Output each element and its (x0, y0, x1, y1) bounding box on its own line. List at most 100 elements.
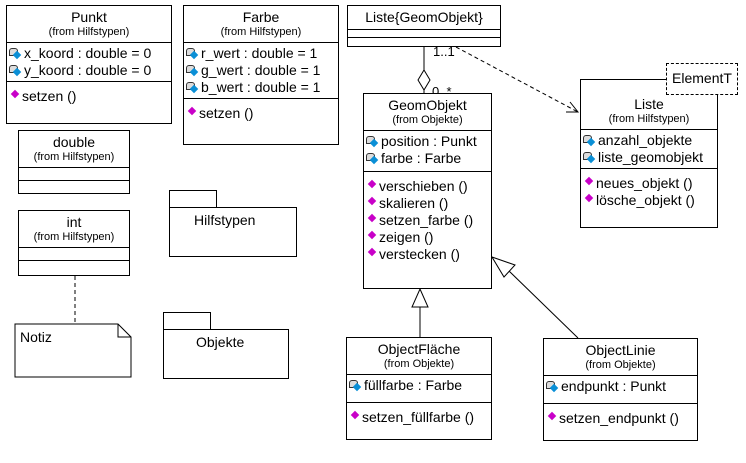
attributes-section: anzahl_objekte liste_geomobjekt (581, 130, 717, 169)
operations-section (348, 38, 500, 44)
dependency-arrowhead (566, 101, 580, 113)
class-name: Farbe (242, 9, 280, 25)
package-label: Objekte (163, 329, 289, 379)
package-label: Hilfstypen (169, 207, 297, 257)
attributes-section: endpunkt : Punkt (544, 376, 697, 404)
class-header: Liste (from Hilfstypen) (581, 80, 717, 130)
operations-section (19, 261, 129, 273)
class-name: ObjectFläche (377, 341, 461, 357)
magenta-diamond-icon (350, 410, 360, 419)
note-fold (117, 324, 131, 338)
operations-section: setzen_füllfarbe () (347, 403, 491, 428)
lock-diamond-icon (9, 47, 23, 60)
magenta-diamond-icon (10, 89, 20, 98)
lock-diamond-icon (9, 64, 23, 77)
lock-diamond-icon (186, 81, 200, 94)
magenta-diamond-icon (367, 213, 377, 222)
operations-section: setzen_endpunkt () (544, 404, 697, 429)
class-header: int (from Hilfstypen) (19, 211, 129, 248)
attributes-section: x_koord : double = 0 y_koord : double = … (7, 43, 171, 82)
lock-diamond-icon (546, 380, 560, 393)
attribute-row: anzahl_objekte (583, 132, 715, 149)
operations-section: setzen () (184, 99, 338, 124)
template-parameter-box: ElementT (666, 63, 738, 95)
lock-diamond-icon (583, 134, 597, 147)
operation-row: setzen_farbe () (366, 212, 489, 229)
operations-section: neues_objekt () lösche_objekt () (581, 169, 717, 211)
class-name: GeomObjekt (388, 97, 467, 113)
class-package: (from Objekte) (383, 358, 455, 370)
note-text[interactable]: Notiz (20, 329, 52, 345)
attribute-row: g_wert : double = 1 (186, 62, 336, 79)
operation-row: verschieben () (366, 178, 489, 195)
attributes-section (19, 168, 129, 181)
class-int[interactable]: int (from Hilfstypen) (18, 210, 130, 276)
attributes-section: position : Punkt farbe : Farbe (364, 131, 491, 172)
magenta-diamond-icon (367, 179, 377, 188)
attribute-row: b_wert : double = 1 (186, 79, 336, 96)
class-name: Punkt (71, 9, 107, 25)
class-liste-geomobjekt[interactable]: Liste{GeomObjekt} (347, 5, 501, 47)
class-header: GeomObjekt (from Objekte) (364, 94, 491, 131)
magenta-diamond-icon (367, 247, 377, 256)
package-tab (163, 312, 211, 330)
magenta-diamond-icon (367, 196, 377, 205)
class-package: (from Objekte) (392, 114, 463, 126)
attribute-row: y_koord : double = 0 (9, 62, 169, 79)
operation-row: setzen_füllfarbe () (349, 409, 489, 426)
class-header: double (from Hilfstypen) (19, 131, 129, 168)
package-objekte[interactable]: Objekte (163, 312, 289, 379)
class-double[interactable]: double (from Hilfstypen) (18, 130, 130, 194)
attribute-row: farbe : Farbe (366, 150, 489, 167)
dependency-line (455, 46, 579, 113)
attributes-section: füllfarbe : Farbe (347, 375, 491, 403)
operation-row: setzen () (9, 88, 169, 105)
attribute-row: endpunkt : Punkt (546, 378, 695, 395)
operations-section (19, 181, 129, 193)
class-package: (from Hilfstypen) (220, 26, 302, 38)
operation-row: lösche_objekt () (583, 192, 715, 209)
operation-row: verstecken () (366, 246, 489, 263)
lock-diamond-icon (349, 379, 363, 392)
attributes-section (348, 30, 500, 38)
class-farbe[interactable]: Farbe (from Hilfstypen) r_wert : double … (183, 5, 339, 145)
magenta-diamond-icon (584, 193, 594, 202)
lock-diamond-icon (583, 151, 597, 164)
class-name: Liste{GeomObjekt} (365, 9, 483, 25)
class-package: (from Hilfstypen) (33, 151, 115, 163)
generalization-line-linie (507, 269, 579, 339)
multiplicity-one: 1..1 (433, 44, 455, 59)
class-header: Farbe (from Hilfstypen) (184, 6, 338, 43)
class-package: (from Hilfstypen) (48, 26, 130, 38)
class-name: double (52, 134, 96, 150)
class-header: Liste{GeomObjekt} (348, 6, 500, 30)
class-package: (from Objekte) (585, 359, 656, 371)
operations-section: verschieben () skalieren () setzen_farbe… (364, 172, 491, 265)
operation-row: neues_objekt () (583, 175, 715, 192)
class-geomobjekt[interactable]: GeomObjekt (from Objekte) position : Pun… (363, 93, 492, 289)
attribute-row: füllfarbe : Farbe (349, 377, 489, 394)
class-punkt[interactable]: Punkt (from Hilfstypen) x_koord : double… (6, 5, 172, 124)
generalization-triangle-linie (490, 256, 516, 278)
lock-diamond-icon (186, 64, 200, 77)
lock-diamond-icon (186, 47, 200, 60)
attribute-row: position : Punkt (366, 133, 489, 150)
aggregation-diamond (417, 69, 431, 91)
attributes-section: r_wert : double = 1 g_wert : double = 1 … (184, 43, 338, 99)
package-hilfstypen[interactable]: Hilfstypen (169, 190, 297, 257)
class-name: Liste (634, 96, 664, 112)
magenta-diamond-icon (187, 106, 197, 115)
operation-row: skalieren () (366, 195, 489, 212)
operations-section: setzen () (7, 82, 171, 107)
attribute-row: liste_geomobjekt (583, 149, 715, 166)
operation-row: zeigen () (366, 229, 489, 246)
class-objectlinie[interactable]: ObjectLinie (from Objekte) endpunkt : Pu… (543, 338, 698, 441)
class-objectflaeche[interactable]: ObjectFläche (from Objekte) füllfarbe : … (346, 337, 492, 440)
attribute-row: r_wert : double = 1 (186, 45, 336, 62)
package-tab (169, 190, 217, 208)
class-liste[interactable]: Liste (from Hilfstypen) anzahl_objekte l… (580, 79, 718, 228)
generalization-triangle-flaeche (411, 287, 429, 308)
class-name: ObjectLinie (585, 342, 656, 358)
